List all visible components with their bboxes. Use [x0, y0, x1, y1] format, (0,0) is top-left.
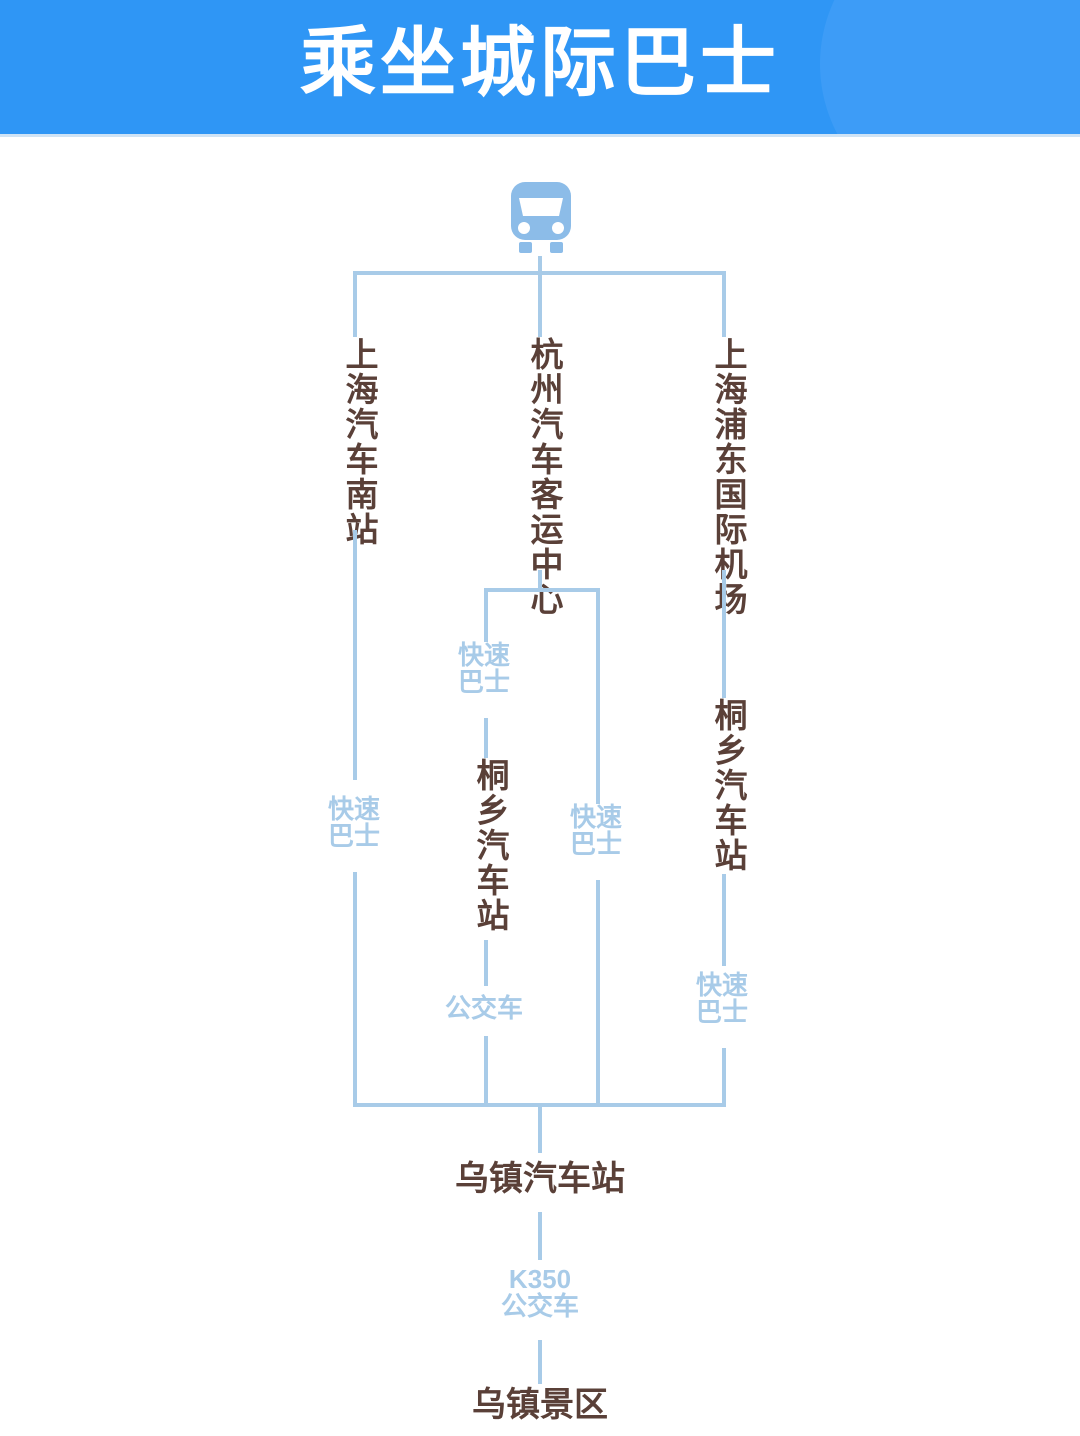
- page-header: 乘坐城际巴士: [0, 0, 1080, 134]
- mode-mid-left-express-bus-line1: 快速: [457, 640, 510, 670]
- connector-left-2: [353, 872, 357, 1103]
- bus-icon: [505, 180, 577, 256]
- header-underline: [0, 134, 1080, 137]
- station-wuzhen-bus-station: 乌镇汽车站: [420, 1161, 660, 1198]
- mode-right-express-bus: 快速 巴士: [684, 970, 760, 1028]
- connector-right-1: [722, 570, 726, 698]
- connector-bottom-to-hub: [538, 1103, 542, 1153]
- mode-mid-left-public-bus: 公交车: [436, 994, 532, 1023]
- connector-final: [538, 1340, 542, 1384]
- mode-left-express-bus-line1: 快速: [327, 794, 380, 824]
- connector-right-3: [722, 1048, 726, 1103]
- station-tongxiang-bus-station-right: 桐乡汽车站: [705, 698, 747, 873]
- connector-mid-left-stem: [484, 588, 488, 642]
- mode-mid-right-express-bus-line2: 巴士: [569, 829, 622, 860]
- connector-right-origin-stem: [722, 271, 726, 337]
- connector-right-2: [722, 874, 726, 966]
- connector-bus-to-bracket: [538, 256, 542, 274]
- mode-final-bus-k350: K350 公交车: [470, 1264, 610, 1322]
- connector-left-origin-stem: [353, 271, 357, 337]
- mode-right-express-bus-line1: 快速: [695, 970, 748, 1000]
- connector-mid-left-2: [484, 940, 488, 986]
- connector-mid-right-2: [596, 880, 600, 1103]
- mode-mid-left-express-bus-line2: 巴士: [457, 667, 510, 698]
- mode-mid-left-express-bus: 快速 巴士: [446, 640, 522, 698]
- connector-mid-left-3: [484, 1036, 488, 1103]
- connector-mid-left-1: [484, 718, 488, 758]
- mode-right-express-bus-line2: 巴士: [695, 997, 748, 1028]
- connector-mid-to-bracket: [538, 570, 542, 590]
- page-title: 乘坐城际巴士: [300, 21, 780, 106]
- mode-final-bus-route-number: K350: [508, 1264, 572, 1294]
- connector-mid-bracket: [484, 588, 600, 592]
- connector-mid-origin-stem: [538, 271, 542, 337]
- station-shanghai-pudong-airport: 上海浦东国际机场: [705, 337, 747, 617]
- mode-left-express-bus-line2: 巴士: [327, 821, 380, 852]
- mode-mid-right-express-bus-line1: 快速: [569, 802, 622, 832]
- mode-mid-right-express-bus: 快速 巴士: [558, 802, 634, 860]
- mode-left-express-bus: 快速 巴士: [316, 794, 392, 852]
- mode-final-bus-type: 公交车: [500, 1291, 579, 1322]
- connector-hub-to-final: [538, 1212, 542, 1260]
- destination-wuzhen-scenic-area: 乌镇景区: [440, 1387, 640, 1424]
- station-shanghai-south-bus-station: 上海汽车南站: [336, 337, 378, 547]
- connector-left-1: [353, 530, 357, 780]
- station-tongxiang-bus-station-mid: 桐乡汽车站: [467, 758, 509, 933]
- connector-mid-right-stem: [596, 588, 600, 804]
- header-circle-decoration: [820, 0, 1080, 134]
